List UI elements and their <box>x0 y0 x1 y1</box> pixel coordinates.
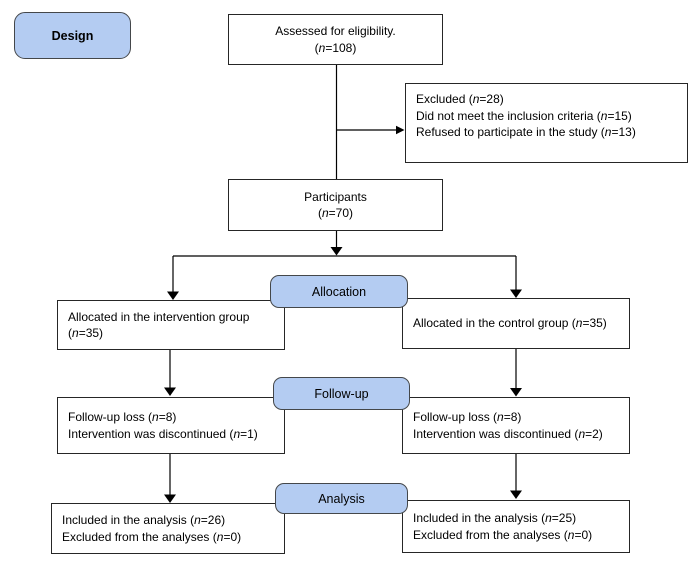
followup-intervention-box: Follow-up loss (n=8) Intervention was di… <box>57 397 285 454</box>
analysis-intervention-box: Included in the analysis (n=26) Excluded… <box>51 503 285 554</box>
arrowhead-analysis-right <box>510 490 522 499</box>
box-text-line: Allocated in the intervention group <box>68 309 250 324</box>
box-text-line: Excluded (n=28) <box>416 92 504 106</box>
arrowhead-control <box>510 289 522 298</box>
arrowhead-split <box>330 247 343 256</box>
box-text-line: Assessed for eligibility. <box>275 24 396 38</box>
followup-control-box: Follow-up loss (n=8) Intervention was di… <box>402 397 630 454</box>
box-text-line: Excluded from the analyses (n=0) <box>413 527 593 542</box>
allocation-stage-label: Allocation <box>270 275 408 308</box>
excluded-box: Excluded (n=28) Did not meet the inclusi… <box>405 83 688 163</box>
allocated-control-box: Allocated in the control group (n=35) <box>402 298 630 349</box>
box-text-line: Refused to participate in the study (n=1… <box>416 125 636 139</box>
box-text-line: Intervention was discontinued (n=2) <box>413 426 603 441</box>
box-text-line: (n=108) <box>314 40 357 55</box>
analysis-stage-label: Analysis <box>275 483 408 514</box>
analysis-control-box: Included in the analysis (n=25) Excluded… <box>402 500 630 553</box>
box-text-line: Follow-up loss (n=8) <box>68 410 177 424</box>
allocated-intervention-box: Allocated in the intervention group (n=3… <box>57 300 285 350</box>
box-text-line: Included in the analysis (n=26) <box>62 513 226 527</box>
box-text-line: Intervention was discontinued (n=1) <box>68 426 258 441</box>
arrowhead-analysis-left <box>164 494 176 503</box>
design-label: Design <box>14 12 131 59</box>
box-text-line: Participants <box>304 189 367 204</box>
arrowhead-followup-left <box>164 387 176 396</box>
box-text-line: (n=35) <box>68 326 104 340</box>
box-text-line: Included in the analysis (n=25) <box>413 511 577 525</box>
arrowhead-excluded <box>396 125 405 135</box>
box-text-line: (n=70) <box>317 206 354 220</box>
participants-box: Participants (n=70) <box>228 179 443 231</box>
box-text-line: Did not meet the inclusion criteria (n=1… <box>416 108 632 123</box>
followup-stage-label: Follow-up <box>273 377 410 410</box>
box-text-line: Follow-up loss (n=8) <box>413 410 522 424</box>
arrowhead-followup-right <box>510 388 522 397</box>
arrowhead-intervention <box>167 291 179 300</box>
box-text-line: Excluded from the analyses (n=0) <box>62 529 242 544</box>
box-text-line: Allocated in the control group (n=35) <box>413 316 607 331</box>
assessed-eligibility-box: Assessed for eligibility. (n=108) <box>228 14 443 65</box>
